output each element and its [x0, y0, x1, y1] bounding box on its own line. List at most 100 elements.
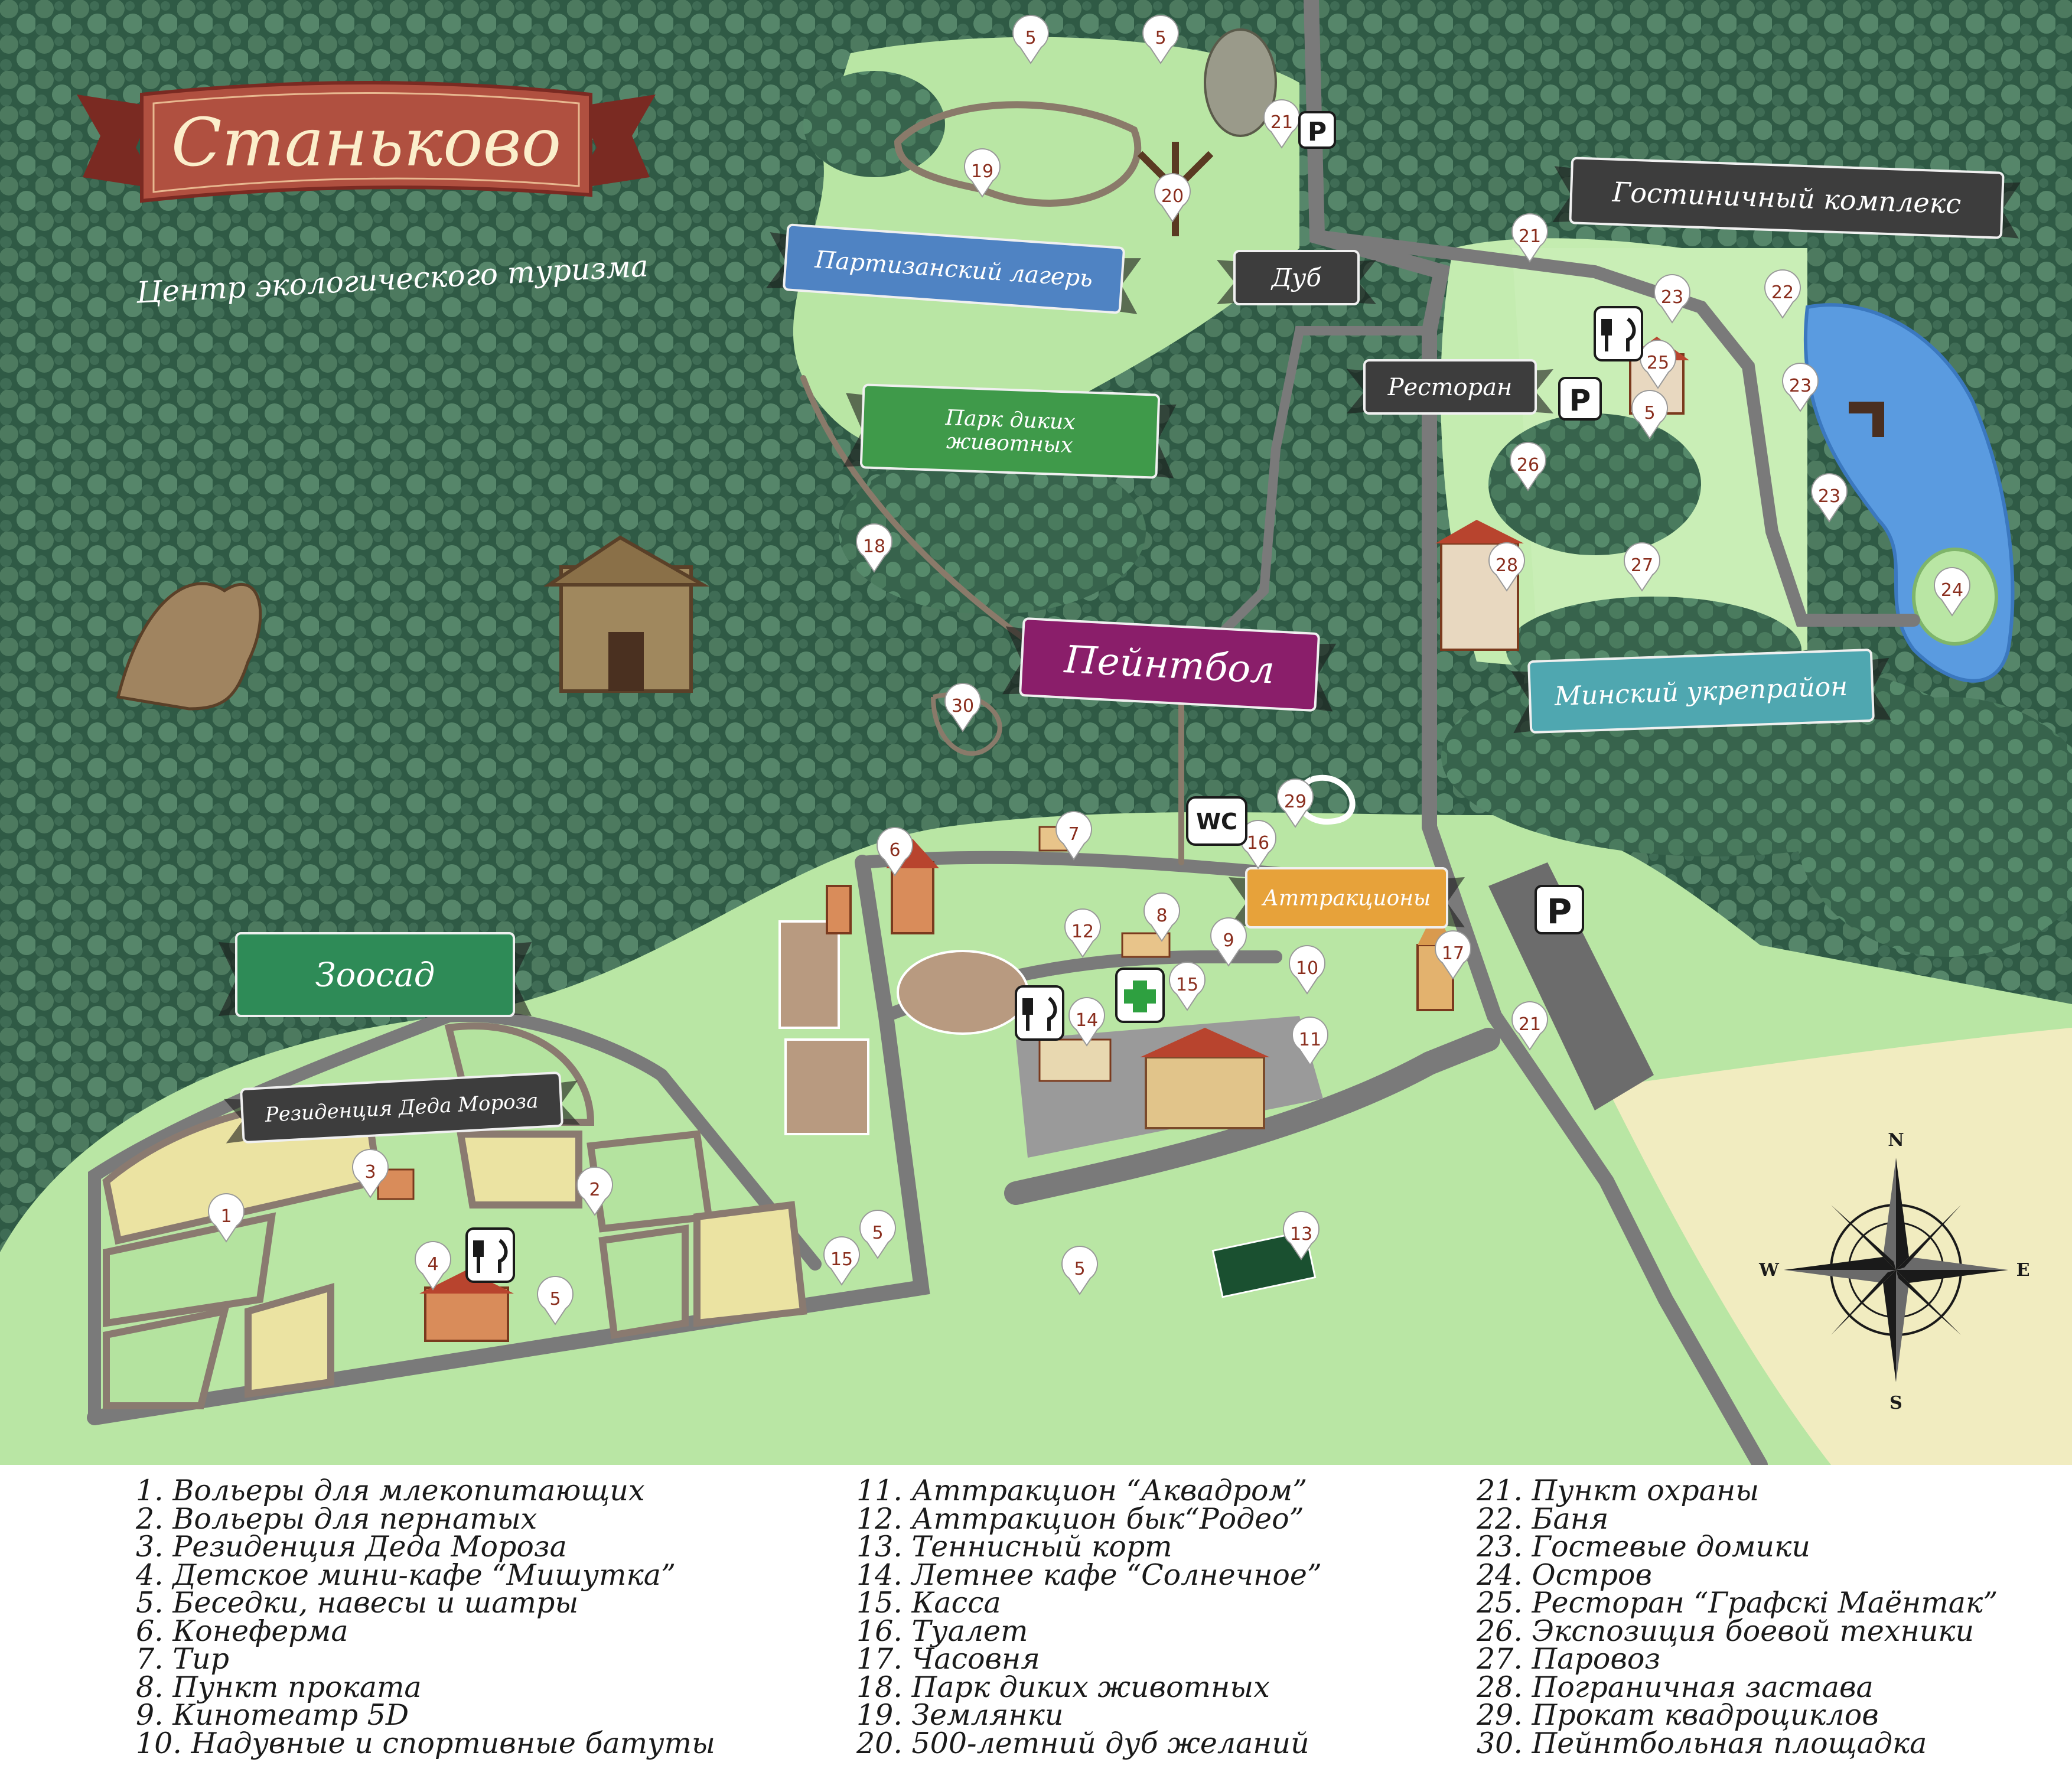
pin-number: 14 [1076, 1010, 1098, 1031]
pin-19[interactable]: 19 [964, 148, 1001, 198]
pin-5[interactable]: 5 [1631, 390, 1668, 439]
pin-14[interactable]: 14 [1068, 997, 1105, 1047]
zone-label: Ресторан [1387, 374, 1513, 401]
main-gate [1140, 1028, 1270, 1129]
pin-number: 22 [1771, 282, 1794, 303]
svg-text:WC: WC [1196, 809, 1237, 835]
pin-number: 8 [1156, 905, 1167, 926]
legend-column-2: 11. Аттракцион “Аквадром”12. Аттракцион … [856, 1476, 1322, 1760]
forest-cluster [803, 71, 945, 177]
zone-label: Дуб [1270, 263, 1322, 292]
pin-number: 27 [1631, 555, 1653, 576]
compass-east: E [2016, 1260, 2030, 1281]
pin-3[interactable]: 3 [352, 1149, 389, 1198]
pin-number: 6 [889, 840, 900, 861]
pin-22[interactable]: 22 [1764, 269, 1801, 319]
pin-4[interactable]: 4 [415, 1241, 451, 1291]
pin-6[interactable]: 6 [877, 827, 913, 877]
pin-30[interactable]: 30 [944, 683, 981, 732]
pin-number: 28 [1496, 555, 1518, 576]
pin-number: 21 [1519, 226, 1541, 247]
legend-item: 20. 500-летний дуб желаний [856, 1726, 1309, 1760]
pin-number: 26 [1517, 455, 1539, 475]
zone-banner-paintball[interactable]: Пейнтбол [1002, 617, 1337, 712]
pin-10[interactable]: 10 [1289, 945, 1325, 995]
svg-text:P: P [1308, 117, 1327, 147]
zone-label: животных [946, 429, 1074, 458]
legend-item: 17. Часовня [856, 1642, 1040, 1676]
zone-banner-hotel[interactable]: Гостиничный комплекс [1552, 157, 2021, 239]
forest-cluster [1796, 697, 2072, 957]
pin-23[interactable]: 23 [1811, 473, 1848, 523]
legend-item: 8. Пункт проката [136, 1670, 422, 1704]
zone-banner-zoo[interactable]: Зоосад [219, 932, 532, 1017]
pin-number: 4 [427, 1254, 438, 1275]
pin-15[interactable]: 15 [823, 1236, 860, 1286]
pin-number: 30 [952, 696, 974, 716]
pin-23[interactable]: 23 [1654, 274, 1690, 324]
legend-item: 15. Касса [856, 1586, 1001, 1620]
compass-west: W [1758, 1260, 1780, 1281]
pin-29[interactable]: 29 [1277, 778, 1314, 828]
pin-15[interactable]: 15 [1169, 962, 1206, 1011]
pin-number: 5 [1074, 1259, 1085, 1279]
forest-cluster [1488, 413, 1701, 555]
pin-2[interactable]: 2 [576, 1167, 613, 1216]
compass-rose: N E S W [1758, 1130, 2029, 1413]
legend-item: 26. Экспозиция боевой техники [1477, 1614, 1975, 1648]
pin-number: 23 [1789, 376, 1812, 396]
pin-20[interactable]: 20 [1154, 173, 1191, 223]
kids-cafe-icon [465, 1227, 515, 1283]
svg-text:P: P [1547, 891, 1572, 931]
legend-item: 19. Землянки [856, 1698, 1064, 1732]
zone-banner-oak[interactable]: Дуб [1217, 250, 1376, 305]
zone-banner-ded[interactable]: Резиденция Деда Мороза [223, 1071, 580, 1144]
bear-carving [116, 582, 262, 711]
pin-13[interactable]: 13 [1283, 1211, 1320, 1260]
legend-item: 16. Туалет [856, 1614, 1028, 1648]
pin-23[interactable]: 23 [1782, 363, 1819, 412]
zone-banner-minsk[interactable]: Минский укрепрайон [1511, 649, 1891, 734]
parking-sign-east: P [1535, 885, 1584, 934]
pin-5[interactable]: 5 [1142, 15, 1179, 64]
pin-11[interactable]: 11 [1292, 1017, 1328, 1066]
zone-banner-restaurant[interactable]: Ресторан [1347, 359, 1553, 415]
pin-1[interactable]: 1 [208, 1193, 245, 1243]
pin-7[interactable]: 7 [1055, 811, 1092, 861]
pin-number: 20 [1161, 186, 1184, 207]
first-aid-icon [1115, 968, 1165, 1023]
legend-item: 14. Летнее кафе “Солнечное” [856, 1558, 1322, 1592]
zone-banner-partisan[interactable]: Партизанский лагерь [765, 223, 1142, 314]
pin-8[interactable]: 8 [1143, 892, 1180, 942]
legend-item: 7. Тир [136, 1642, 229, 1676]
pin-18[interactable]: 18 [856, 523, 892, 573]
pin-5[interactable]: 5 [1061, 1246, 1098, 1295]
pin-5[interactable]: 5 [1012, 15, 1049, 64]
pin-24[interactable]: 24 [1934, 567, 1970, 617]
pin-25[interactable]: 25 [1640, 340, 1676, 389]
pin-21[interactable]: 21 [1511, 213, 1548, 263]
pin-21[interactable]: 21 [1511, 1001, 1548, 1051]
pin-26[interactable]: 26 [1510, 442, 1546, 491]
pin-28[interactable]: 28 [1488, 542, 1525, 592]
legend-item: 21. Пункт охраны [1477, 1474, 1760, 1507]
legend-item: 4. Детское мини-кафе “Мишутка” [136, 1558, 676, 1592]
pin-9[interactable]: 9 [1210, 917, 1247, 967]
pin-number: 24 [1941, 580, 1963, 601]
zone-label: Аттракционы [1261, 887, 1431, 911]
pin-5[interactable]: 5 [859, 1210, 896, 1259]
zone-label: Зоосад [315, 956, 435, 995]
pin-12[interactable]: 12 [1064, 908, 1101, 958]
road-network [87, 0, 1920, 1465]
pin-17[interactable]: 17 [1435, 930, 1471, 980]
pin-number: 5 [1155, 28, 1166, 48]
pin-27[interactable]: 27 [1624, 542, 1660, 592]
pin-number: 15 [1176, 975, 1198, 995]
pin-number: 5 [872, 1223, 883, 1243]
zone-banner-attractions[interactable]: Аттракционы [1229, 867, 1465, 929]
pin-5[interactable]: 5 [537, 1276, 574, 1325]
